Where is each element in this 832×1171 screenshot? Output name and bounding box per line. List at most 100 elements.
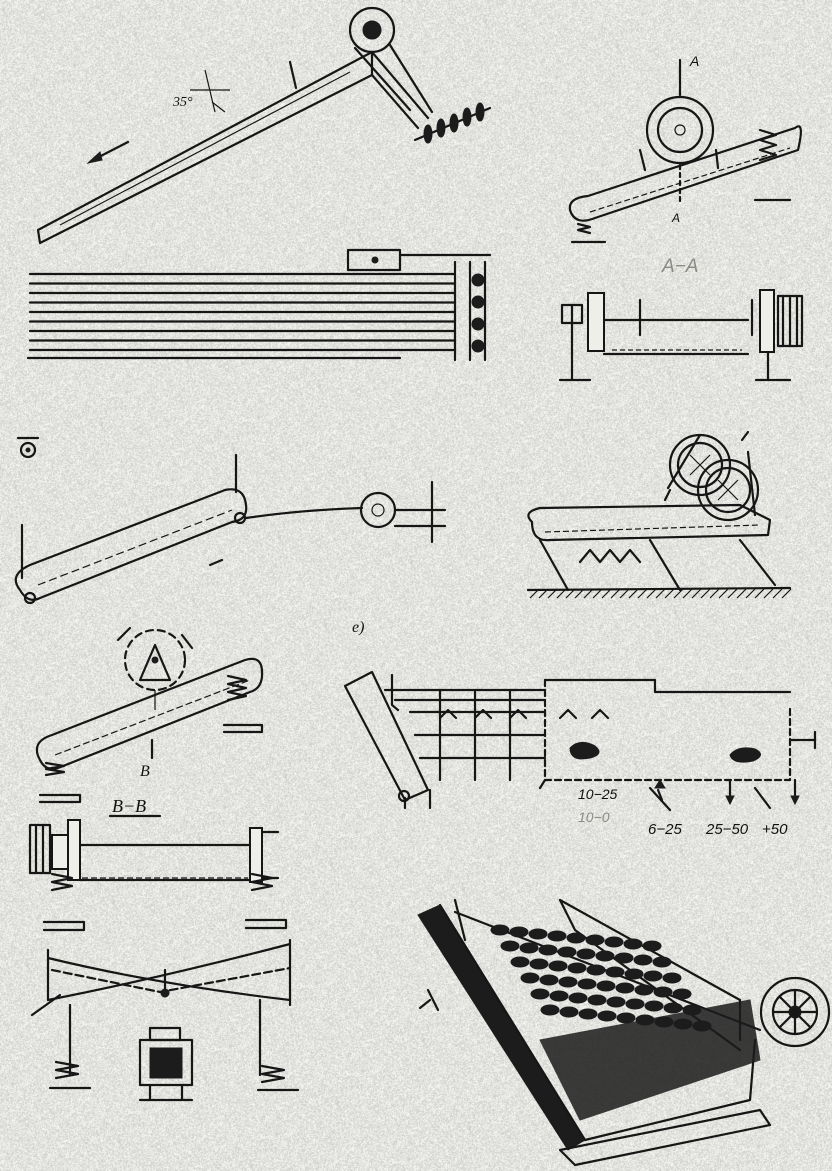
roller-disc: [587, 994, 607, 1006]
hatch-line: [745, 588, 756, 599]
hatch-line: [718, 588, 729, 599]
hatch-line: [619, 588, 630, 599]
size-3-label: +50: [762, 821, 788, 838]
roller-disc: [642, 940, 662, 952]
roller-disc: [500, 940, 520, 952]
size-fine-faint-label: 10−0: [578, 809, 610, 825]
roller-disc: [606, 996, 626, 1008]
double-pulley-screen: [526, 430, 792, 599]
hatch-line: [655, 588, 666, 599]
size-2-label: 25−50: [705, 821, 749, 838]
grid-cells: [408, 688, 547, 782]
roller-disc: [490, 924, 510, 936]
roller-disc: [663, 1002, 683, 1014]
hatch-line: [673, 588, 684, 599]
roller-disc: [567, 962, 587, 974]
roller-disc: [644, 1000, 664, 1012]
hatch-line: [565, 588, 576, 599]
hatch-line: [691, 588, 702, 599]
roller-disc: [653, 986, 673, 998]
hatch-line: [754, 588, 765, 599]
size-1-label: 6−25: [648, 821, 682, 838]
roller-disc: [616, 1012, 636, 1024]
roller-disc: [539, 974, 559, 986]
section-a-top-label: A: [689, 53, 699, 69]
section-b-b: B−B: [28, 796, 288, 932]
panel-e-label: e): [352, 619, 364, 636]
roller-disc: [548, 960, 568, 972]
roller-disc: [604, 936, 624, 948]
hatch-line: [727, 588, 738, 599]
roller-disc: [520, 972, 540, 984]
hatch-line: [529, 588, 540, 599]
roller-disc: [547, 930, 567, 942]
roller-disc: [595, 950, 615, 962]
roller-screen-perspective: [417, 898, 831, 1167]
roller-disc: [605, 966, 625, 978]
roller-disc: [625, 998, 645, 1010]
eccentric-vibrating-screen: A A: [568, 53, 802, 244]
roller-disc: [643, 970, 663, 982]
grizzly-screen-fractions: e) 10−25 10−0 6−2: [343, 619, 817, 838]
roller-disc: [519, 942, 539, 954]
angle-label: 35°: [172, 95, 193, 110]
roller-disc: [597, 1010, 617, 1022]
roller-disc: [559, 1006, 579, 1018]
section-b-label: B: [140, 763, 150, 780]
roller-disc: [652, 956, 672, 968]
hatch-line: [583, 588, 594, 599]
hatch-line: [538, 588, 549, 599]
section-a-a-title: A−A: [661, 256, 698, 277]
roller-disc: [634, 984, 654, 996]
suspended-screen: [14, 436, 447, 605]
hatch-line: [628, 588, 639, 599]
ground-hatch: [529, 588, 792, 599]
hatch-line: [574, 588, 585, 599]
roller-disc: [538, 944, 558, 956]
hatch-line: [763, 588, 774, 599]
grizzly-bars-plan: [26, 248, 492, 362]
roller-disc: [557, 946, 577, 958]
roller-disc: [615, 982, 635, 994]
roller-disc: [623, 938, 643, 950]
roller-disc: [509, 926, 529, 938]
hatch-line: [592, 588, 603, 599]
hatch-line: [700, 588, 711, 599]
roller-disc: [614, 952, 634, 964]
hatch-line: [601, 588, 612, 599]
size-fine-label: 10−25: [578, 786, 618, 802]
hatch-line: [772, 588, 783, 599]
hatch-line: [556, 588, 567, 599]
roller-disc: [558, 976, 578, 988]
roller-disc: [530, 988, 550, 1000]
hatch-line: [547, 588, 558, 599]
roller-disc: [540, 1004, 560, 1016]
roller-disc: [633, 954, 653, 966]
roller-column: [453, 260, 487, 362]
roller-disc: [672, 988, 692, 1000]
inclined-grizzly-screen: 35°: [36, 6, 492, 245]
roller-disc: [596, 980, 616, 992]
hatch-line: [646, 588, 657, 599]
hatch-line: [637, 588, 648, 599]
roller-disc: [586, 964, 606, 976]
roller-disc: [528, 928, 548, 940]
hatch-line: [781, 588, 792, 599]
hatch-line: [664, 588, 675, 599]
hatch-line: [736, 588, 747, 599]
roller-disc: [529, 958, 549, 970]
section-a-a: A−A: [558, 256, 804, 382]
roller-disc: [510, 956, 530, 968]
spring-mounted-screen: B: [35, 626, 264, 804]
section-b-b-title: B−B: [112, 796, 146, 816]
roller-disc: [578, 1008, 598, 1020]
roller-disc: [577, 978, 597, 990]
flywheel: [759, 976, 831, 1048]
hatch-line: [682, 588, 693, 599]
roller-disc: [576, 948, 596, 960]
roller-row: [490, 924, 712, 1032]
roller-disc: [549, 990, 569, 1002]
